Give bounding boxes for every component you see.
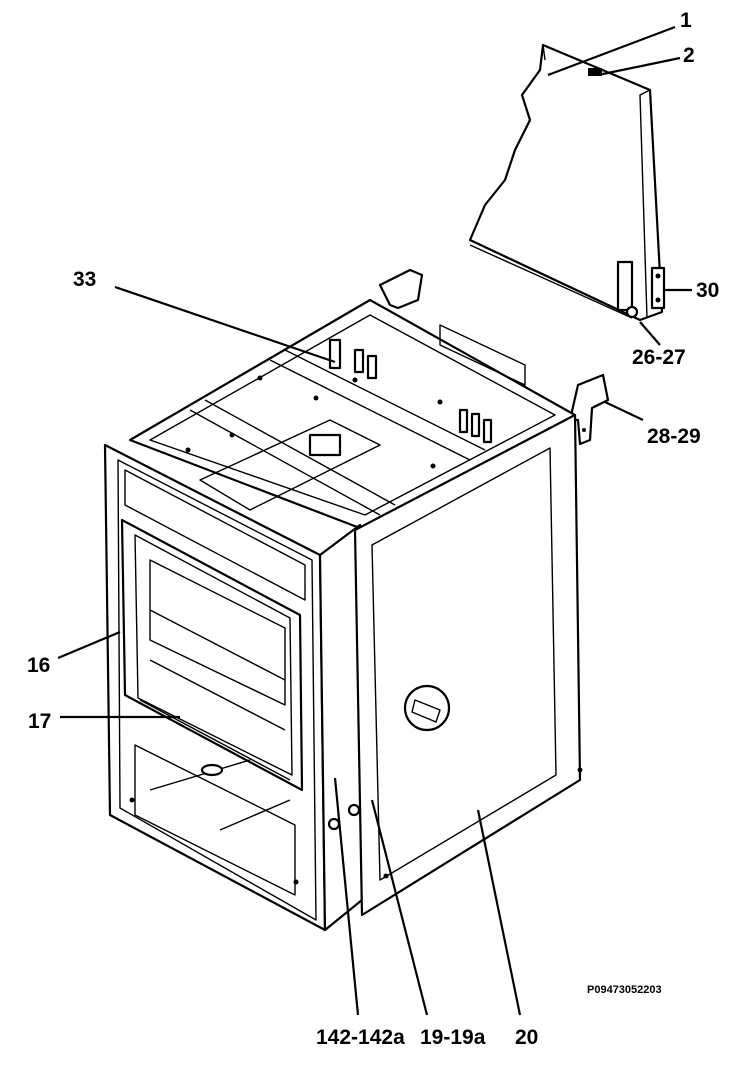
label-16: 16 [27,654,50,677]
label-1: 1 [680,9,692,32]
drawing-code: P09473052203 [587,984,662,996]
front-frame [103,443,364,932]
top-panel [468,43,666,322]
label-33: 33 [73,268,96,291]
label-2: 2 [683,44,695,67]
label-26-27: 26-27 [632,346,686,369]
label-30: 30 [696,279,719,302]
label-20: 20 [515,1026,538,1049]
label-142-142a: 142-142a [316,1026,405,1049]
leader-lines [57,25,692,1016]
label-17: 17 [28,710,51,733]
label-28-29: 28-29 [647,425,701,448]
label-19-19a: 19-19a [420,1026,486,1049]
part-labels: 1 2 30 26-27 28-29 33 16 17 142-142a 19-… [27,9,719,1049]
side-panel [353,413,583,917]
